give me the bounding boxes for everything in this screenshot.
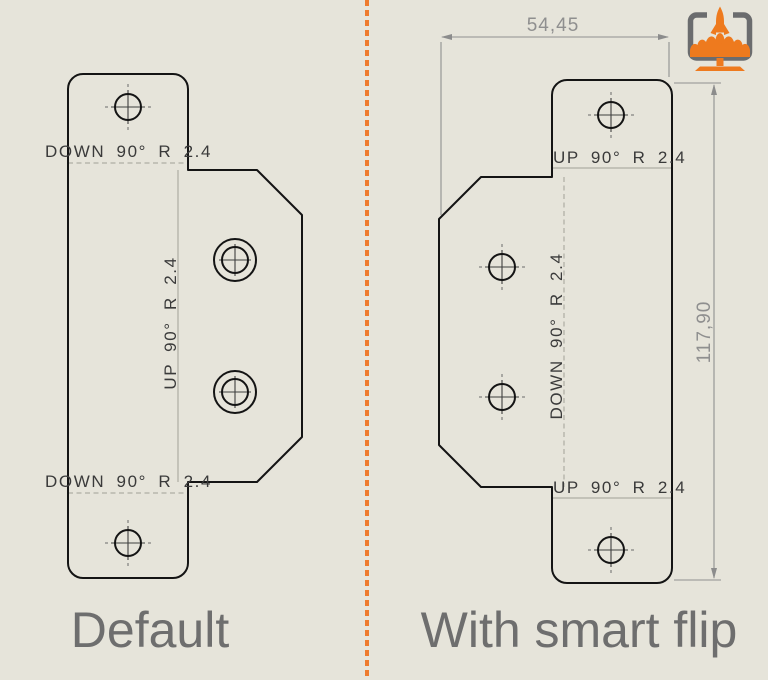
bend-note-middle: UP 90° R 2.4 — [161, 256, 180, 389]
counterbore-hole — [213, 238, 257, 282]
plain-hole — [478, 243, 526, 291]
tab-hole — [587, 526, 635, 574]
tab-hole — [104, 519, 152, 567]
left-part-drawing: DOWN 90° R 2.4 UP 90° R 2.4 DOWN 90° R 2… — [45, 73, 303, 579]
part-outline — [67, 73, 303, 579]
bend-note-top: UP 90° R 2.4 — [553, 148, 686, 167]
rocket-launch-screen-logo — [687, 6, 753, 71]
tab-hole — [587, 91, 635, 139]
monitor-stand-icon — [695, 58, 745, 71]
height-dimension: 117,90 — [674, 82, 721, 581]
plain-hole — [478, 373, 526, 421]
part-outline — [438, 79, 673, 584]
bend-note-bottom: DOWN 90° R 2.4 — [45, 472, 212, 491]
bend-note-top: DOWN 90° R 2.4 — [45, 142, 212, 161]
caption-smart-flip: With smart flip — [420, 602, 738, 658]
dim-height-value: 117,90 — [694, 301, 715, 364]
bend-note-bottom: UP 90° R 2.4 — [553, 478, 686, 497]
width-dimension: 54,45 — [440, 15, 670, 215]
counterbore-hole — [213, 370, 257, 414]
bend-note-middle: DOWN 90° R 2.4 — [547, 252, 566, 419]
caption-default: Default — [70, 602, 230, 658]
rocket-icon — [710, 6, 730, 46]
dim-width-value: 54,45 — [527, 15, 580, 36]
tab-hole — [104, 83, 152, 131]
right-part-drawing: UP 90° R 2.4 DOWN 90° R 2.4 UP 90° R 2.4… — [438, 15, 721, 584]
